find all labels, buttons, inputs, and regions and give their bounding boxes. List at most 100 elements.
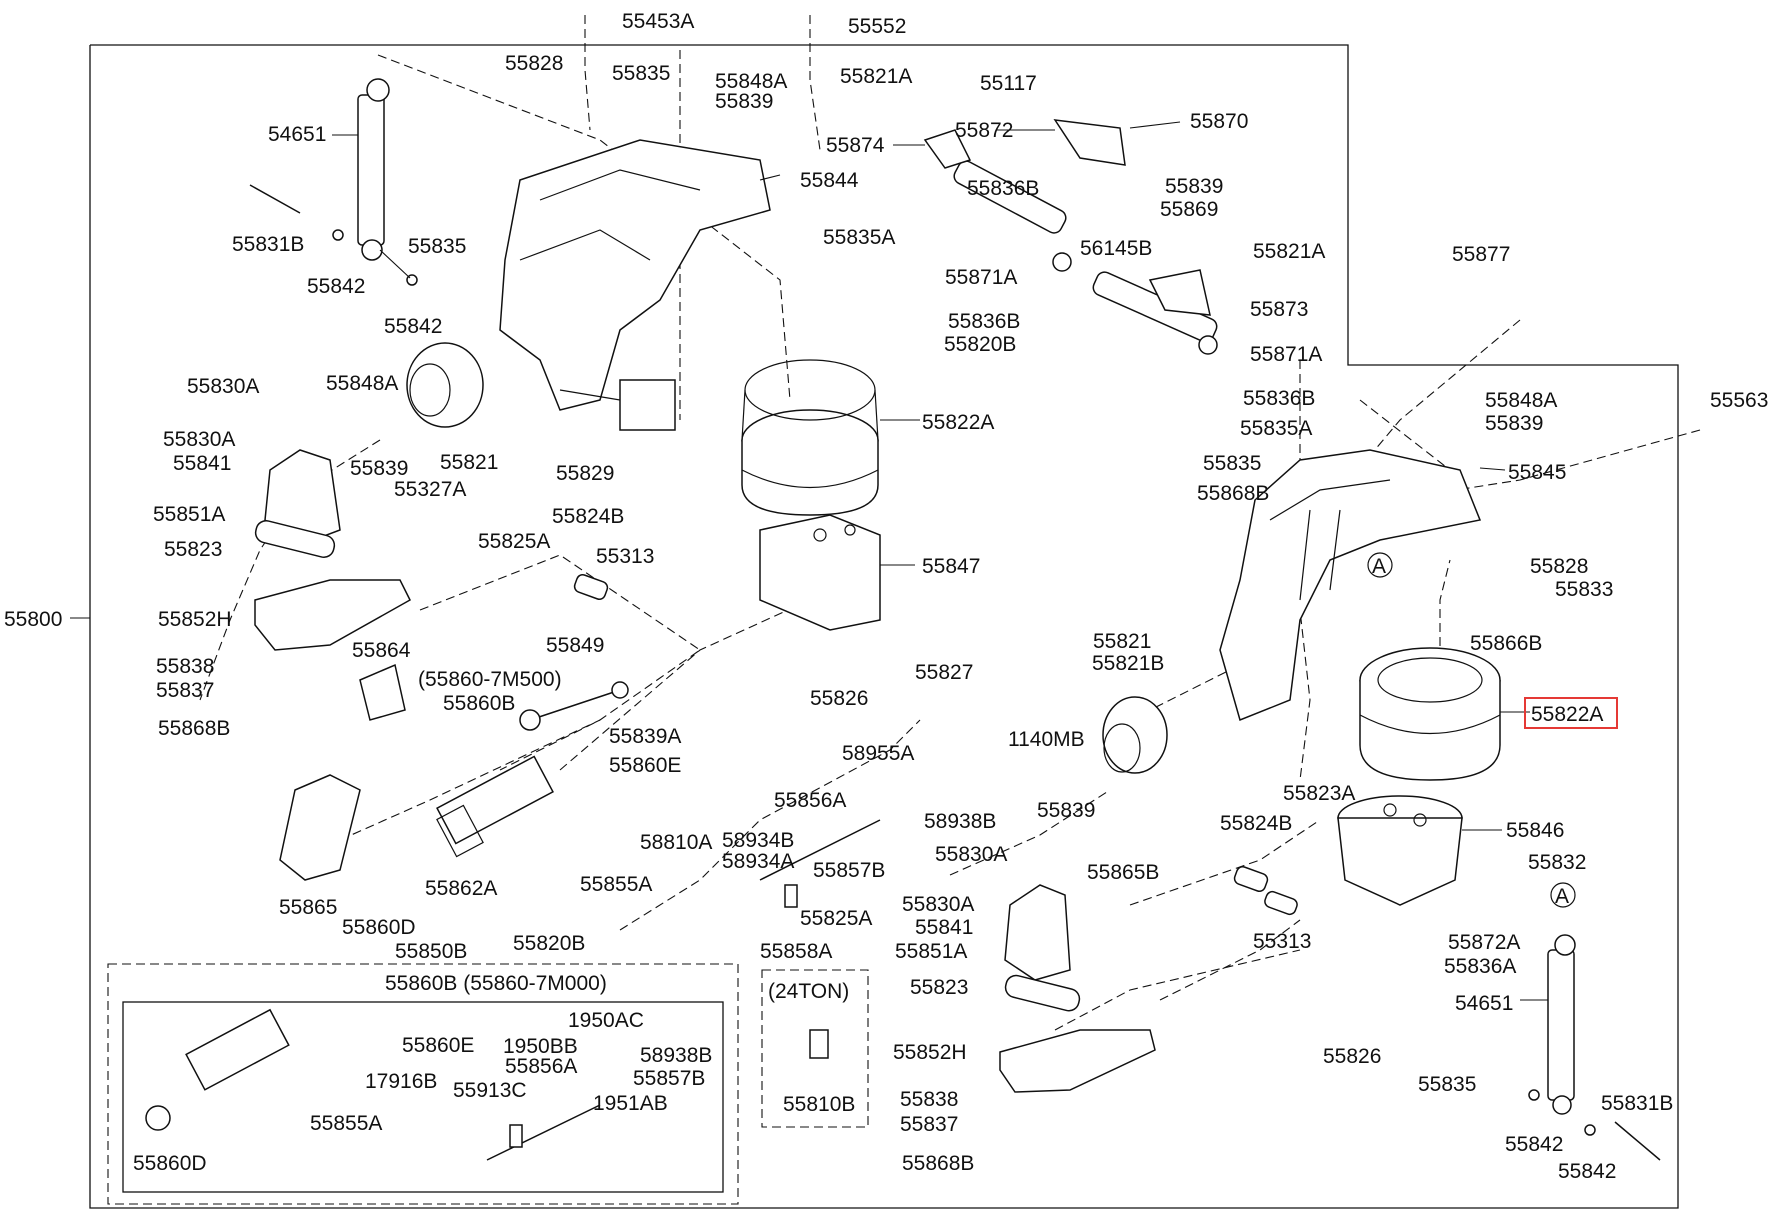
label-55877: 55877 — [1452, 243, 1510, 266]
highlight-box-55822A — [1524, 697, 1618, 729]
label-55313: 55313 — [596, 545, 654, 568]
label-55835A: 55835A — [1240, 417, 1312, 440]
label-55839: 55839 — [1037, 799, 1095, 822]
label-55823A: 55823A — [1283, 782, 1355, 805]
label-55827: 55827 — [915, 661, 973, 684]
label-55844: 55844 — [800, 169, 859, 192]
label-55822A: 55822A — [922, 411, 994, 434]
label-58955A: 58955A — [842, 742, 914, 765]
label-55846: 55846 — [1506, 819, 1564, 842]
label-55835: 55835 — [1203, 452, 1261, 475]
label-55842: 55842 — [307, 275, 365, 298]
label-55860D: 55860D — [133, 1152, 207, 1175]
label-55862A: 55862A — [425, 877, 497, 900]
parts — [145, 78, 1661, 1161]
label-55860D: 55860D — [342, 916, 416, 939]
label-1140MB: 1140MB — [1008, 728, 1085, 751]
label-55857B: 55857B — [633, 1067, 705, 1090]
label-55852H: 55852H — [158, 608, 232, 631]
label-55831B: 55831B — [1601, 1092, 1673, 1115]
label-1951AB: 1951AB — [593, 1092, 668, 1115]
label-55838: 55838 — [900, 1088, 958, 1111]
label-55826: 55826 — [810, 687, 868, 710]
label-55864: 55864 — [352, 639, 411, 662]
diagram-frame — [70, 44, 1679, 1209]
label-55830A: 55830A — [935, 843, 1007, 866]
air-spring-55822A-upper — [741, 359, 879, 516]
label-56145B: 56145B — [1080, 237, 1152, 260]
label-55831B: 55831B — [232, 233, 304, 256]
mount-55846 — [1337, 795, 1463, 906]
label-55824B: 55824B — [552, 505, 624, 528]
label-17916B: 17916B — [365, 1070, 437, 1093]
label-55842: 55842 — [1505, 1133, 1563, 1156]
label-55552: 55552 — [848, 15, 906, 38]
label-55810B: 55810B — [783, 1093, 855, 1116]
label-55871A: 55871A — [1250, 343, 1322, 366]
label-55821A: 55821A — [1253, 240, 1325, 263]
label-1950AC: 1950AC — [568, 1009, 644, 1032]
label-55860-7M500: (55860-7M500) — [418, 668, 562, 691]
label-55913C: 55913C — [453, 1079, 527, 1102]
label-55117: 55117 — [980, 72, 1037, 95]
label-58934A: 58934A — [722, 850, 794, 873]
shock-absorber-54651-lower — [1547, 934, 1576, 1115]
label-55825A: 55825A — [800, 907, 872, 930]
label-55836A: 55836A — [1444, 955, 1516, 978]
shock-55871A-upper — [953, 160, 1072, 272]
label-55841: 55841 — [173, 452, 231, 475]
label-58934B: 58934B — [722, 829, 794, 852]
label-55848A: 55848A — [326, 372, 398, 395]
label-55849: 55849 — [546, 634, 604, 657]
label-55865: 55865 — [279, 896, 337, 919]
label-55845: 55845 — [1508, 461, 1566, 484]
label-55857B: 55857B — [813, 859, 885, 882]
label-55835: 55835 — [408, 235, 466, 258]
label-55839: 55839 — [1165, 175, 1223, 198]
label-55823: 55823 — [910, 976, 968, 999]
label-55822A-highlighted: 55822A — [1531, 703, 1603, 726]
label-55872A: 55872A — [1448, 931, 1520, 954]
label-55839: 55839 — [350, 457, 408, 480]
label-55841: 55841 — [915, 916, 973, 939]
label-55838: 55838 — [156, 655, 214, 678]
label-55563: 55563 — [1710, 389, 1768, 412]
label-55868B: 55868B — [1197, 482, 1269, 505]
label-55869: 55869 — [1160, 198, 1218, 221]
label-55821A: 55821A — [840, 65, 912, 88]
label-55833: 55833 — [1555, 578, 1613, 601]
diaphragm-55821-right — [1102, 696, 1168, 774]
label-55825A: 55825A — [478, 530, 550, 553]
label-55830A: 55830A — [187, 375, 259, 398]
label-55842: 55842 — [384, 315, 442, 338]
label-55848A: 55848A — [1485, 389, 1557, 412]
label-55835: 55835 — [1418, 1073, 1476, 1096]
label-55868B: 55868B — [902, 1152, 974, 1175]
label-55860B-7M000: 55860B (55860-7M000) — [385, 972, 607, 995]
label-55847: 55847 — [922, 555, 980, 578]
bracket-55851A-left — [264, 449, 341, 546]
label-55860E: 55860E — [402, 1034, 474, 1057]
label-55856A: 55856A — [774, 789, 846, 812]
label-58938B: 58938B — [924, 810, 996, 833]
label-55828: 55828 — [1530, 555, 1588, 578]
label-55866B: 55866B — [1470, 632, 1542, 655]
label-55874: 55874 — [826, 134, 885, 157]
callout-A-upper: A — [1372, 555, 1386, 578]
label-55871A: 55871A — [945, 266, 1017, 289]
label-24TON: (24TON) — [768, 980, 849, 1003]
label-55832: 55832 — [1528, 851, 1586, 874]
label-55855A: 55855A — [580, 873, 652, 896]
label-55821: 55821 — [440, 451, 498, 474]
label-55821B: 55821B — [1092, 652, 1164, 675]
label-55837: 55837 — [156, 679, 214, 702]
label-55872: 55872 — [955, 119, 1013, 142]
label-58938B: 58938B — [640, 1044, 712, 1067]
label-55820B: 55820B — [944, 333, 1016, 356]
air-spring-55822A-right — [1359, 647, 1501, 781]
label-54651: 54651 — [1455, 992, 1513, 1015]
mount-55847 — [759, 514, 881, 631]
label-55835A: 55835A — [823, 226, 895, 249]
label-55842: 55842 — [1558, 1160, 1616, 1183]
